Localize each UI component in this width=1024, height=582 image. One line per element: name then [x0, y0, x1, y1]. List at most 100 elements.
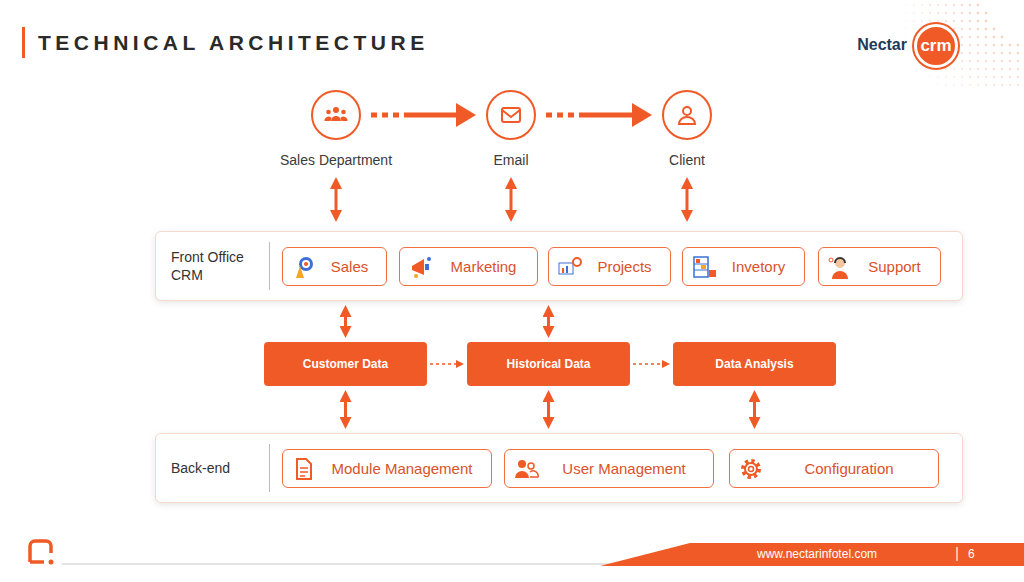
dot	[1009, 60, 1011, 62]
dot	[969, 76, 971, 78]
dot	[945, 12, 947, 14]
node-text: Sales Department	[280, 152, 392, 168]
node-text: Email	[493, 152, 528, 168]
dot	[953, 4, 955, 6]
dot	[977, 60, 979, 62]
dot	[977, 12, 979, 14]
node-text: User Management	[543, 460, 705, 477]
rect-shape	[566, 266, 568, 273]
dot	[985, 60, 987, 62]
dot	[1017, 84, 1019, 86]
dot	[993, 36, 995, 38]
dot	[969, 84, 971, 86]
node-text: Front Office CRM	[171, 248, 263, 284]
dot	[993, 28, 995, 30]
dot	[977, 44, 979, 46]
circle-box: Email	[486, 90, 536, 140]
path-shape	[515, 471, 529, 478]
dot	[913, 20, 915, 22]
dot	[937, 68, 939, 70]
dot	[969, 12, 971, 14]
dot	[937, 12, 939, 14]
connector-arrow	[430, 363, 460, 365]
path-shape	[297, 459, 311, 479]
separator	[269, 444, 270, 492]
circle-shape	[683, 107, 691, 115]
dot	[953, 76, 955, 78]
connector-arrow	[547, 396, 550, 423]
dot	[945, 20, 947, 22]
footer-line	[62, 563, 640, 565]
dot	[961, 28, 963, 30]
dot	[969, 44, 971, 46]
dot	[945, 4, 947, 6]
dot	[921, 4, 923, 6]
footer-logo-dot	[49, 560, 54, 565]
dot	[953, 84, 955, 86]
dot	[937, 4, 939, 6]
dot	[985, 84, 987, 86]
dot	[993, 60, 995, 62]
dot	[1017, 76, 1019, 78]
path-shape	[341, 117, 348, 121]
circle-shape	[835, 258, 845, 268]
dot	[961, 20, 963, 22]
inner-box: Invetory	[682, 247, 805, 286]
dot	[1001, 52, 1003, 54]
inner-box: Marketing	[399, 247, 538, 286]
dot	[1009, 68, 1011, 70]
rect-shape	[559, 263, 573, 274]
fill-box: Historical Data	[467, 342, 630, 386]
icon	[513, 456, 539, 482]
dot	[897, 20, 899, 22]
dot	[969, 60, 971, 62]
node-text: Projects	[587, 258, 662, 275]
node-text: Client	[669, 152, 705, 168]
dot	[913, 12, 915, 14]
dot	[993, 84, 995, 86]
dot	[1017, 60, 1019, 62]
circle-shape	[304, 262, 308, 266]
dot	[937, 84, 939, 86]
dot	[953, 60, 955, 62]
dot	[905, 20, 907, 22]
inner-box: Projects	[548, 247, 671, 286]
icon	[827, 254, 853, 280]
dot	[1017, 52, 1019, 54]
dot	[913, 60, 915, 62]
page-title: TECHNICAL ARCHITECTURE	[38, 31, 429, 55]
connector-arrow	[344, 396, 347, 423]
dot	[985, 52, 987, 54]
band-box: Front Office CRMSalesMarketingProjectsIn…	[155, 231, 963, 301]
dot	[961, 84, 963, 86]
dot	[1001, 84, 1003, 86]
connector-arrow	[344, 311, 347, 332]
fill-box: Customer Data	[264, 342, 427, 386]
rect-shape	[696, 259, 700, 263]
dot	[993, 52, 995, 54]
connector-arrow	[686, 183, 689, 216]
rect-shape	[425, 264, 429, 270]
dot	[929, 12, 931, 14]
footer-ribbon	[600, 543, 1024, 566]
dot	[985, 76, 987, 78]
separator	[269, 242, 270, 290]
dot	[985, 20, 987, 22]
rect-shape	[502, 108, 520, 122]
dot	[1009, 44, 1011, 46]
dot	[1001, 36, 1003, 38]
node-text: Historical Data	[506, 357, 590, 371]
dot	[993, 68, 995, 70]
path-shape	[331, 116, 341, 121]
dot	[1017, 44, 1019, 46]
circle-shape	[299, 257, 313, 271]
dot	[969, 36, 971, 38]
dot	[961, 68, 963, 70]
circle-shape	[333, 107, 339, 113]
connector-arrow	[335, 183, 338, 216]
dot	[921, 12, 923, 14]
title-bar	[22, 27, 25, 58]
dot	[969, 20, 971, 22]
dot	[953, 20, 955, 22]
dot	[929, 84, 931, 86]
